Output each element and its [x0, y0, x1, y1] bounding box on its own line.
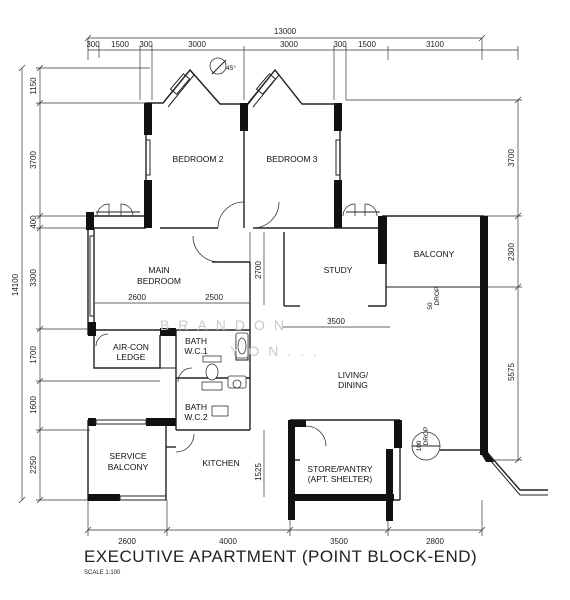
- dim-right-2: 2300: [507, 243, 516, 261]
- dim-left-7: 2250: [29, 456, 38, 474]
- dim-top-5: 3000: [280, 40, 298, 49]
- label-aircon-1: AIR-CON: [113, 342, 149, 352]
- drop-label-a: DROP: [434, 287, 441, 306]
- dim-top-8: 3100: [426, 40, 444, 49]
- dim-top-1: 300: [86, 40, 100, 49]
- dimension-lines: [18, 34, 522, 536]
- drawing-title: EXECUTIVE APARTMENT (POINT BLOCK-END): [84, 547, 477, 566]
- dim-bottom-4: 2800: [426, 537, 444, 546]
- angle-label: 45°: [226, 64, 236, 72]
- dim-left-3: 400: [29, 215, 38, 229]
- solid-walls: [86, 103, 494, 521]
- dim-top-3: 300: [139, 40, 153, 49]
- label-bedroom-3: BEDROOM 3: [266, 154, 317, 164]
- door-swings: [95, 201, 441, 461]
- dim-bottom-1: 2600: [118, 537, 136, 546]
- fixtures: [201, 332, 249, 417]
- windows: [89, 69, 380, 501]
- dim-drop-a: 50: [427, 302, 434, 310]
- label-living: LIVING/: [338, 370, 369, 380]
- label-bath-1: BATH: [185, 336, 207, 346]
- label-aircon-2: LEDGE: [117, 352, 146, 362]
- dim-left-total: 14100: [11, 273, 20, 296]
- dim-kitchen-side: 1525: [254, 463, 263, 481]
- dim-bottom-2: 4000: [219, 537, 237, 546]
- dim-top-total: 13000: [274, 27, 297, 36]
- dim-left-2: 3700: [29, 151, 38, 169]
- dim-left-4: 3300: [29, 269, 38, 287]
- angle-marker: 45°: [209, 57, 236, 75]
- dim-top-7: 1500: [358, 40, 376, 49]
- label-store-pantry: STORE/PANTRY: [307, 464, 373, 474]
- label-apt-shelter: (APT. SHELTER): [308, 474, 373, 484]
- dim-passage: 2700: [254, 261, 263, 279]
- thin-walls: [87, 68, 548, 501]
- label-main-bedroom-2: BEDROOM: [137, 276, 181, 286]
- dim-bottom-3: 3500: [330, 537, 348, 546]
- label-dining: DINING: [338, 380, 368, 390]
- dim-main-bedroom-b: 2500: [205, 293, 223, 302]
- drop-label-b: DROP: [423, 427, 430, 446]
- label-balcony: BALCONY: [414, 249, 455, 259]
- dim-right-3: 5575: [507, 363, 516, 381]
- watermark: BRANDON YON...: [160, 317, 326, 359]
- watermark-line-1: BRANDON: [160, 317, 293, 333]
- drawing-scale: SCALE 1:100: [84, 570, 121, 576]
- label-study: STUDY: [324, 265, 353, 275]
- label-wc-2: W.C.2: [184, 412, 207, 422]
- label-bedroom-2: BEDROOM 2: [172, 154, 223, 164]
- label-service-balcony: BALCONY: [108, 462, 149, 472]
- dim-top-6: 300: [333, 40, 347, 49]
- dim-top-2: 1500: [111, 40, 129, 49]
- dim-left-5: 1700: [29, 346, 38, 364]
- dim-study-width: 3500: [327, 317, 345, 326]
- label-bath-2: BATH: [185, 402, 207, 412]
- dim-main-bedroom-a: 2600: [128, 293, 146, 302]
- dim-top-4: 3000: [188, 40, 206, 49]
- label-main-bedroom-1: MAIN: [148, 265, 169, 275]
- label-kitchen: KITCHEN: [202, 458, 239, 468]
- dimension-labels: 13000 300 1500 300 3000 3000 300 1500 31…: [11, 27, 516, 546]
- dim-left-6: 1600: [29, 396, 38, 414]
- dim-right-1: 3700: [507, 149, 516, 167]
- watermark-line-2: YON...: [230, 343, 326, 359]
- label-wc-1: W.C.1: [184, 346, 207, 356]
- dim-left-1: 1150: [29, 77, 38, 95]
- label-service: SERVICE: [109, 451, 146, 461]
- room-labels: BEDROOM 2 BEDROOM 3 MAIN BEDROOM STUDY B…: [108, 154, 455, 484]
